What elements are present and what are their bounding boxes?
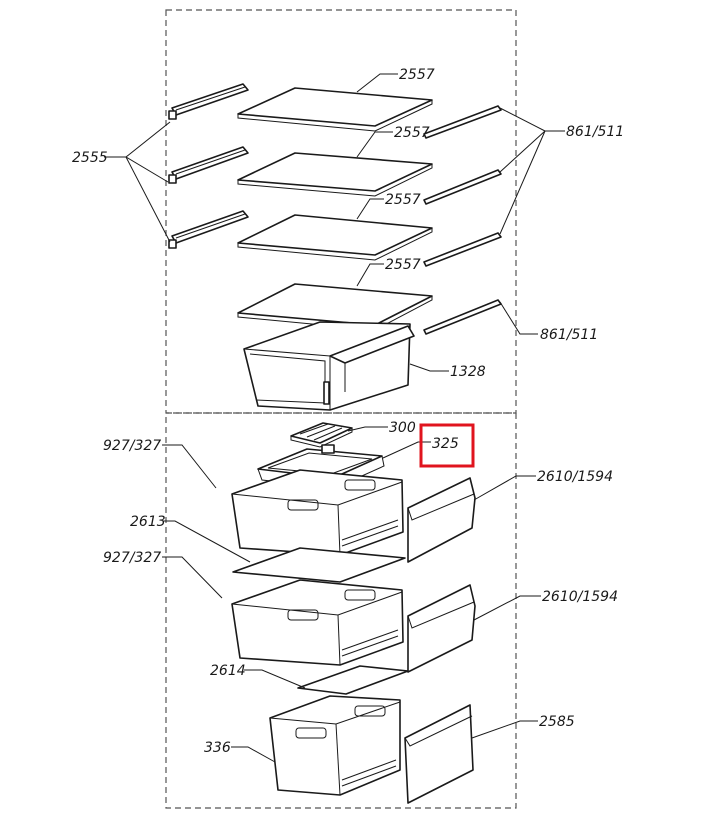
label-cover-2614: 2614: [210, 663, 246, 679]
label-drawer-1: 927/327: [103, 438, 161, 454]
label-shelf-2: 2557: [394, 125, 430, 141]
glass-shelf-3: [237, 214, 433, 261]
label-holders: 2555: [72, 150, 108, 166]
trim-strip-4: [423, 299, 502, 335]
drawer-1-front: [407, 477, 476, 563]
cover-2614: [297, 665, 409, 695]
drawer-2-front: [407, 584, 476, 673]
drawer-3: [269, 695, 401, 796]
label-tray-300: 300: [389, 420, 416, 436]
label-drawer-2-front: 2610/1594: [542, 589, 618, 605]
label-trim-upper: 861/511: [566, 124, 624, 140]
label-cover-2613: 2613: [130, 514, 166, 530]
upper-section-frame: [165, 9, 517, 414]
cover-2613: [232, 547, 406, 583]
leader-lines: [104, 73, 565, 763]
label-drawer-3-front: 2585: [539, 714, 575, 730]
crisper-box: [243, 321, 415, 411]
label-trim-lower: 861/511: [540, 327, 598, 343]
label-drawer-1-front: 2610/1594: [537, 469, 613, 485]
trim-strip-2: [423, 169, 502, 205]
label-crisper-top: 1328: [450, 364, 486, 380]
lower-section-frame: [165, 412, 517, 809]
label-shelf-1: 2557: [399, 67, 435, 83]
highlight-box: [419, 423, 475, 468]
trim-strip-3: [423, 232, 502, 267]
shelf-holder-2: [168, 146, 249, 184]
shelf-holder-1: [168, 83, 249, 120]
label-drawer-3: 336: [204, 740, 231, 756]
label-shelf-3: 2557: [385, 192, 421, 208]
shelf-holder-3: [168, 210, 249, 249]
glass-shelf-1: [237, 87, 433, 132]
trim-strip-1: [423, 105, 502, 139]
drawer-3-front: [404, 704, 474, 804]
drawer-2: [231, 579, 404, 666]
drawer-1: [231, 469, 404, 556]
tray-300: [290, 422, 353, 448]
label-tray-325: 325: [432, 436, 459, 452]
glass-shelf-2: [237, 152, 433, 197]
label-drawer-2: 927/327: [103, 550, 161, 566]
label-shelf-4: 2557: [385, 257, 421, 273]
